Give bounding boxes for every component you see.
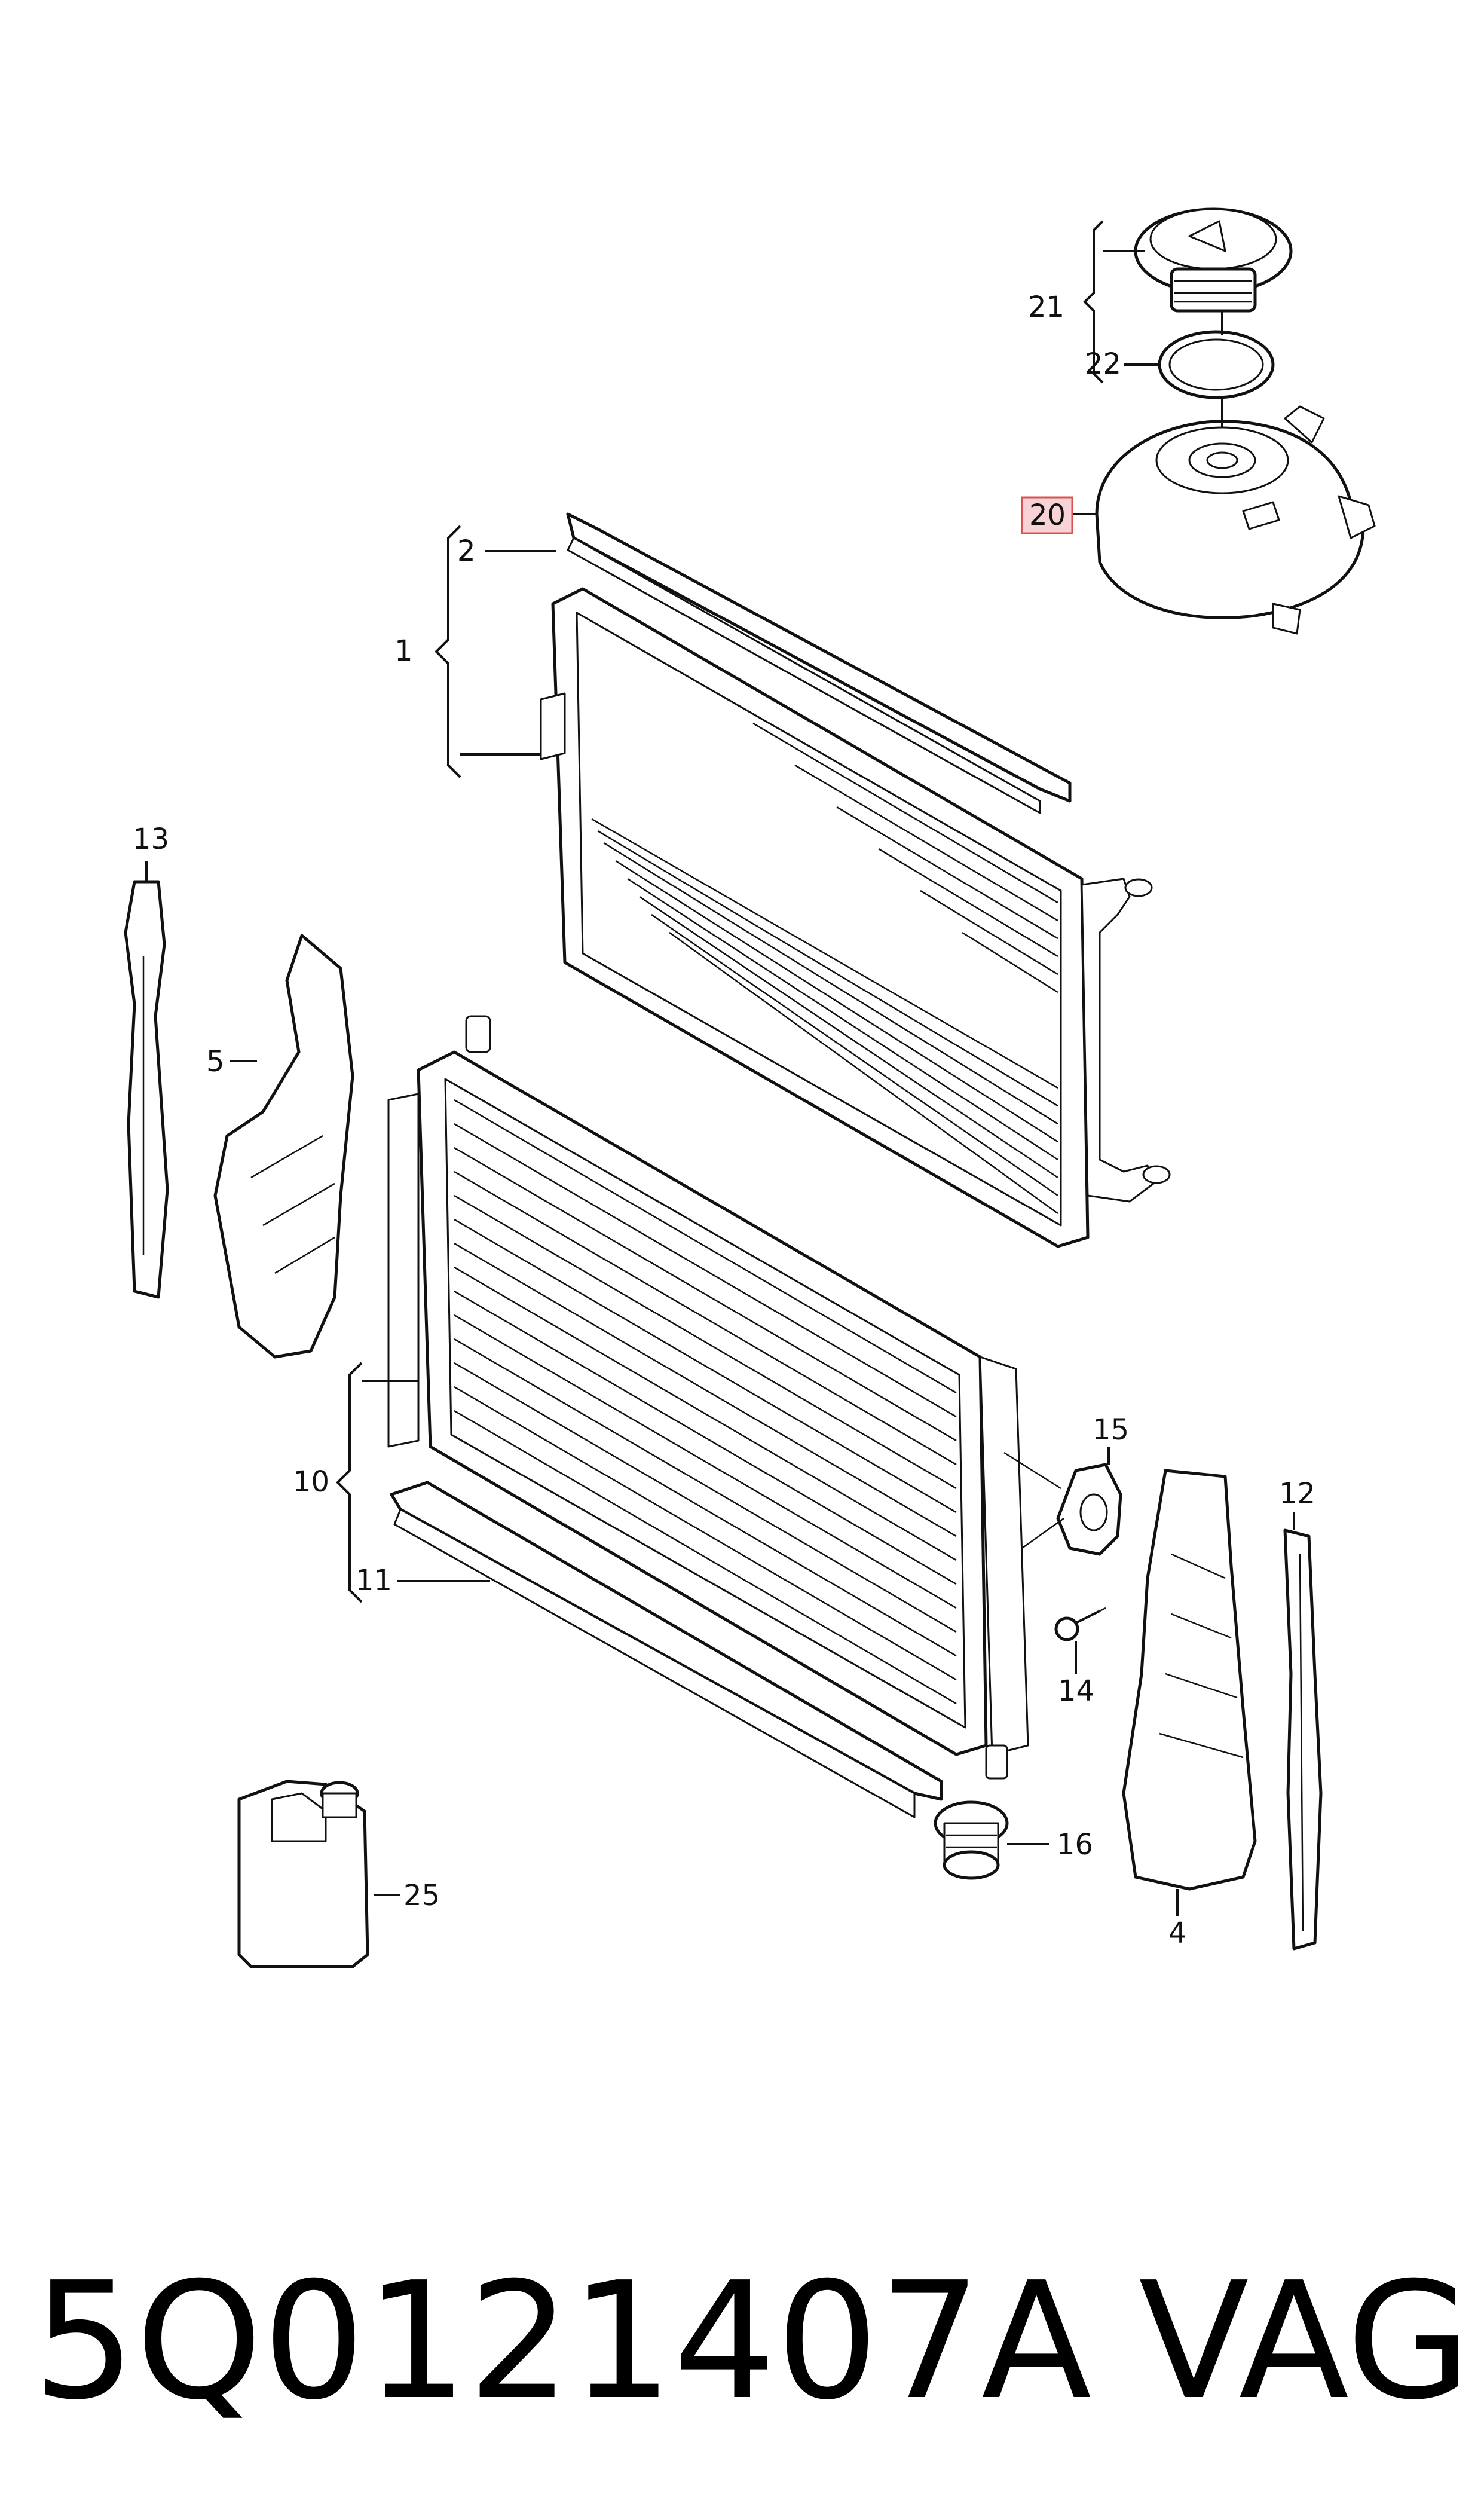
callout-5: 5 <box>206 1045 225 1078</box>
callout-25: 25 <box>403 1879 440 1912</box>
callout-20: 20 <box>1029 499 1066 532</box>
callout-21: 21 <box>1028 291 1064 324</box>
coolant-bottle <box>237 1780 369 1968</box>
seal-ring <box>1158 330 1275 399</box>
air-guide-right-outer <box>1283 1528 1323 1951</box>
mounting-screw <box>1054 1607 1106 1641</box>
coolant-expansion-tank <box>1095 311 1376 635</box>
air-guide-left-inner <box>213 934 354 1359</box>
air-guide-left-outer <box>124 880 169 1299</box>
radiator-seal-strip-lower <box>390 1481 943 1818</box>
highlight-box-20 <box>1021 496 1073 534</box>
radiator-upper <box>540 587 1171 1248</box>
radiator-mount-bracket <box>1003 1451 1122 1556</box>
radiator-main-lower <box>387 1015 1029 1780</box>
reservoir-cap <box>1134 207 1293 313</box>
callout-1: 1 <box>394 634 413 668</box>
callout-13: 13 <box>133 823 169 856</box>
callout-11: 11 <box>356 1564 392 1597</box>
callout-4: 4 <box>1168 1916 1187 1950</box>
callout-16: 16 <box>1057 1828 1093 1861</box>
air-guide-right-inner <box>1122 1469 1257 1891</box>
callout-10: 10 <box>293 1465 329 1499</box>
callout-14: 14 <box>1058 1674 1094 1708</box>
leader-lines <box>145 220 1295 1916</box>
callout-22: 22 <box>1085 347 1121 381</box>
part-number: 5Q0121407A <box>33 2247 1092 2435</box>
radiator-seal-strip-upper <box>566 512 1072 814</box>
brand-name: VAG <box>1139 2247 1471 2435</box>
callout-12: 12 <box>1279 1477 1315 1511</box>
callout-2: 2 <box>457 534 476 568</box>
callout-15: 15 <box>1093 1413 1129 1447</box>
rubber-mount <box>934 1800 1009 1880</box>
